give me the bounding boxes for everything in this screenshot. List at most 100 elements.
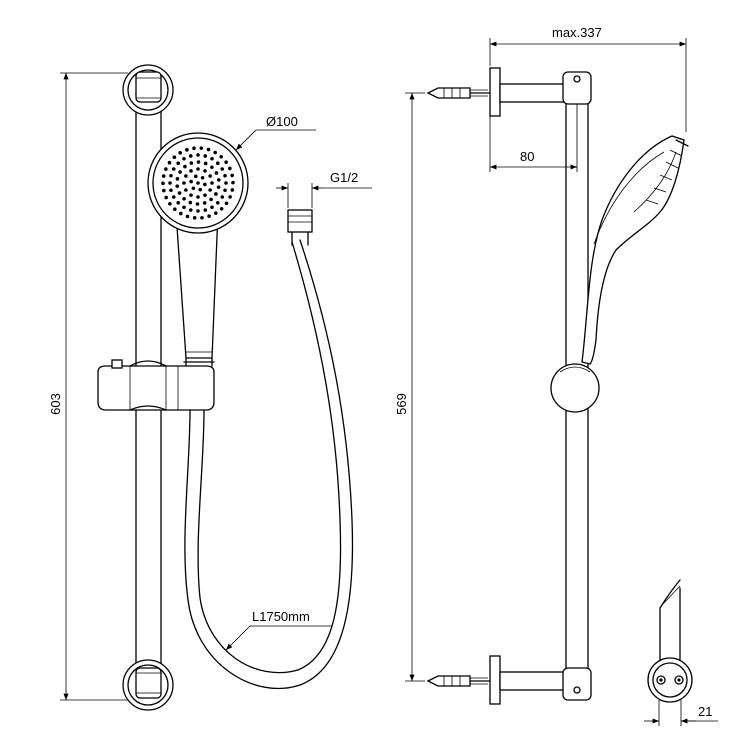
- nozzle-dot: [207, 214, 211, 218]
- side-bottom-rail-end: [562, 667, 592, 701]
- nozzle-dot: [213, 150, 218, 155]
- nozzle-dot: [208, 188, 212, 192]
- side-top-wall-plate: [489, 67, 501, 117]
- front-view: [97, 64, 354, 711]
- front-top-bracket: [122, 64, 174, 116]
- nozzle-dot: [200, 175, 205, 180]
- nozzle-dot: [196, 167, 200, 171]
- dim-rail-diameter: 21: [644, 700, 718, 726]
- side-shower-face: [645, 139, 689, 205]
- nozzle-dot: [183, 164, 187, 169]
- nozzle-dot: [206, 147, 211, 152]
- dim-thread: G1/2: [276, 170, 372, 208]
- nozzle-dot: [228, 166, 232, 171]
- nozzle-dot: [200, 215, 204, 220]
- side-slider-knob: [550, 363, 600, 413]
- nozzle-dot: [177, 191, 182, 195]
- nozzle-dot: [199, 146, 204, 150]
- side-bottom-wall-plate: [489, 655, 501, 705]
- nozzle-dot: [172, 155, 177, 160]
- nozzle-dot: [216, 185, 221, 189]
- dim-thread-label: G1/2: [330, 170, 358, 185]
- nozzle-dot: [224, 201, 229, 206]
- nozzle-dot: [189, 193, 193, 197]
- nozzle-dot: [175, 177, 180, 181]
- nozzle-dot: [216, 161, 220, 165]
- nozzle-dot: [216, 201, 220, 205]
- nozzle-dot: [176, 161, 180, 165]
- nozzle-dot: [192, 146, 196, 151]
- nozzle-dot: [196, 160, 201, 164]
- nozzle-dot: [230, 173, 234, 178]
- nozzle-dot: [182, 156, 186, 161]
- nozzle-dot: [191, 186, 196, 191]
- nozzle-dot: [189, 169, 193, 173]
- front-bottom-bracket: [122, 659, 174, 711]
- nozzle-dot: [189, 161, 194, 165]
- nozzle-dot: [210, 156, 214, 161]
- nozzle-dot: [161, 174, 166, 178]
- nozzle-dot: [196, 209, 200, 213]
- dim-overall-height: 603: [48, 72, 128, 701]
- nozzle-dot: [169, 173, 173, 178]
- nozzle-dot: [176, 201, 180, 205]
- dim-wall-offset-label: 80: [520, 149, 534, 164]
- nozzle-dot: [164, 167, 168, 171]
- dim-head-diameter-label: Ø100: [266, 114, 298, 129]
- nozzle-dot: [219, 206, 224, 211]
- side-bottom-screw: [426, 675, 491, 687]
- nozzle-dot: [164, 195, 168, 200]
- dim-rail-diameter-label: 21: [698, 704, 712, 719]
- nozzle-dot: [182, 196, 186, 201]
- nozzle-dot: [171, 167, 176, 171]
- nozzle-dot: [198, 187, 203, 192]
- front-slider-holder: [97, 359, 215, 411]
- nozzle-dot: [182, 205, 186, 210]
- nozzle-dot: [231, 180, 235, 185]
- front-nozzles: [161, 146, 235, 220]
- dim-overall-height-label: 603: [48, 393, 63, 415]
- nozzle-dot: [188, 200, 193, 205]
- nozzle-dot: [219, 154, 223, 159]
- nozzle-dot: [182, 181, 186, 185]
- dim-max-depth-label: max.337: [552, 25, 602, 40]
- dim-mount-height: 569: [394, 92, 425, 682]
- dim-hose-length-label: L1750mm: [252, 609, 310, 624]
- rail-section-circle: [647, 657, 693, 703]
- nozzle-dot: [169, 188, 173, 193]
- nozzle-dot: [214, 171, 219, 175]
- nozzle-dot: [223, 173, 227, 178]
- side-top-rail-end: [562, 71, 592, 105]
- nozzle-dot: [184, 188, 188, 192]
- nozzle-dot: [168, 181, 172, 185]
- nozzle-dot: [173, 207, 177, 212]
- dim-max-depth: max.337: [489, 25, 687, 132]
- nozzle-dot: [203, 169, 207, 173]
- front-hand-shower-handle: [175, 211, 219, 359]
- nozzle-dot: [230, 188, 235, 192]
- nozzle-dot: [214, 192, 218, 196]
- side-top-screw: [426, 87, 491, 99]
- nozzle-dot: [171, 195, 176, 199]
- nozzle-dot: [188, 208, 193, 212]
- nozzle-dot: [203, 208, 208, 212]
- nozzle-dot: [213, 211, 218, 215]
- dim-head-diameter: Ø100: [235, 114, 316, 151]
- nozzle-dot: [178, 211, 183, 216]
- nozzle-dot: [196, 153, 200, 157]
- nozzle-dot: [185, 214, 190, 219]
- nozzle-dot: [203, 161, 208, 166]
- nozzle-dot: [184, 174, 188, 178]
- dim-hose-length: L1750mm: [225, 609, 332, 651]
- nozzle-dot: [188, 154, 193, 158]
- front-hose-inner: [197, 241, 342, 674]
- nozzle-dot: [161, 181, 165, 186]
- front-hose-outer: [184, 239, 354, 690]
- nozzle-dot: [162, 188, 166, 193]
- front-hose-connector: [287, 209, 313, 233]
- nozzle-dot: [209, 197, 213, 202]
- nozzle-dot: [220, 167, 225, 171]
- side-hand-shower: [581, 135, 685, 365]
- nozzle-dot: [216, 178, 221, 182]
- nozzle-dot: [228, 195, 232, 199]
